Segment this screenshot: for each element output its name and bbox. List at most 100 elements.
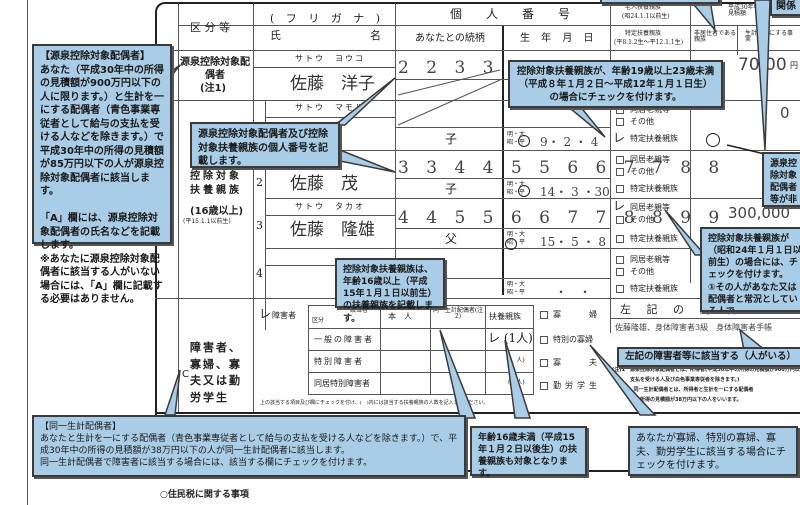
dependent-name[interactable]: 佐藤 隆雄 <box>290 220 375 240</box>
era-circle-heisei[interactable] <box>518 185 530 197</box>
dependent-relation[interactable]: 子 <box>445 182 458 196</box>
checkbox-sonota[interactable] <box>616 216 624 224</box>
header-hikyojusha: 非居住者である親族 <box>694 30 736 43</box>
grid-line <box>253 3 254 413</box>
kafu-label: 寡 婦 <box>553 310 607 319</box>
callout-hikyojusha: 源泉控除対象配偶者等が非居住者である親族関係書類 <box>762 152 800 207</box>
birth-date[interactable]: 9・ 2 ・ 4 <box>540 135 599 149</box>
header-kojin-bango: 個 人 番 号 <box>450 7 577 21</box>
dependent-my-number[interactable]: 3 3 4 4 5 5 6 6 7 7 8 8 <box>398 158 726 178</box>
birth-date[interactable]: ・ ・ <box>555 285 592 299</box>
grid-line <box>308 372 533 373</box>
callout-under16: 年齢16歳未満（平成15年１月２日以後生）の扶養親族も対象となります。 <box>470 426 587 479</box>
checkmark-icon[interactable]: レ <box>613 131 626 145</box>
dependent-kana[interactable]: サトウ タカオ <box>295 202 365 211</box>
birth-date[interactable]: 14・ 3 ・30 <box>540 185 610 199</box>
checkmark-icon[interactable]: レ <box>259 307 272 321</box>
header-kubun: 区 分 等 <box>190 21 230 34</box>
section-b-age-note: (16歳以上) <box>190 206 244 217</box>
checkbox-tokubetsu-kafu[interactable] <box>540 336 548 344</box>
dependent-income[interactable]: 300,000 <box>728 204 791 222</box>
checkbox-kinro[interactable] <box>540 382 548 390</box>
section-b-date-note: (平15.1.1以前生) <box>183 218 231 225</box>
callout-shogai-naiyo: 左記の障害者等に該当する（人がいる） <box>617 347 800 367</box>
option-label: 同居老親等 <box>630 255 670 264</box>
checkbox-sonota[interactable] <box>616 168 624 176</box>
spouse-kana[interactable]: サトウ ヨウコ <box>295 54 365 63</box>
option-label: その他 <box>630 215 654 224</box>
callout-rojin: 控除対象扶養親族が（昭和24年１月１日以前生）の場合には、チェックを付けます。 … <box>700 227 800 312</box>
grid-line <box>395 178 610 179</box>
option-label: その他 <box>630 167 654 176</box>
jyuminzei-heading: ○住民税に関する事項 <box>160 490 249 500</box>
option-label: 特定扶養親族 <box>630 134 678 143</box>
grid-line <box>737 25 738 55</box>
note-1b: 支払を受ける人及び白色事業専従者を除きます。) <box>630 377 740 383</box>
grid-line <box>308 394 533 395</box>
honnin-label: 本 人 <box>388 312 412 321</box>
dependent-relation[interactable]: 父 <box>445 232 458 246</box>
checkbox-dokyo[interactable] <box>616 256 624 264</box>
header-tokutei-fuyo: 特定扶養親族 <box>625 30 662 37</box>
checkbox-tokutei[interactable] <box>616 235 624 243</box>
grid-line <box>610 3 611 333</box>
dependent-my-number[interactable]: 4 4 5 5 6 6 7 7 8 8 9 9 <box>398 208 726 228</box>
checkbox-kafu-m[interactable] <box>540 359 548 367</box>
grid-line <box>533 305 534 395</box>
fuyo-count-tokubetsu[interactable]: ( 人) <box>508 357 525 364</box>
era-circle-heisei[interactable] <box>518 135 530 147</box>
dependent-kana[interactable]: サトウ マモル <box>295 103 365 112</box>
option-label: その他 <box>630 117 654 126</box>
naiyo-value[interactable]: 佐藤隆雄、身体障害者3級 身体障害者手帳 <box>615 323 773 332</box>
grid-line <box>253 67 395 68</box>
grid-line <box>155 298 800 299</box>
kubun-label: 区分 <box>312 317 325 324</box>
checkbox-sonota[interactable] <box>616 118 624 126</box>
dependent-name[interactable]: 佐藤 茂 <box>290 174 358 194</box>
header-mei: 名 <box>370 29 381 42</box>
era-labels: 明・大 昭・平 <box>507 131 526 146</box>
header-zokugara: あなたとの続柄 <box>415 33 485 44</box>
dependent-income[interactable]: 0 <box>780 104 790 122</box>
fuyo-count-dokyo[interactable]: ( 人) <box>508 379 525 386</box>
era-circle-meiji[interactable] <box>505 238 517 250</box>
callout-tokutei-fuyo: 控除対象扶養親族が、年齢19歳以上23歳未満（平成８年１月２日～平成12年１月１… <box>508 60 723 108</box>
section-c-label: 障害者、寡婦、寡夫又は勤労学生 <box>190 341 242 404</box>
checkbox-tokutei[interactable] <box>616 285 624 293</box>
shogaisha-label: 障害者 <box>272 311 296 320</box>
note-2b: 所得の見積額が38万円以下の人をいいます。 <box>640 397 742 403</box>
row-number: 4 <box>256 267 263 280</box>
grid-line <box>265 248 800 249</box>
fuyo-count-ippan[interactable]: レ (1人) <box>488 331 533 345</box>
header-furigana: ( フ リ ガ ナ ) <box>270 12 385 25</box>
callout-kojin-bango: 源泉控除対象配偶者及び控除対象扶養親族の個人番号を記載します。 <box>190 122 340 168</box>
header-rojin-fuyo: 老人扶養親族 <box>625 4 662 11</box>
grid-line <box>395 278 610 279</box>
section-c-footer: 上の該当する項目及び欄にチェックを付け、( )内には該当する扶養親族の人数を記入… <box>260 400 489 406</box>
spouse-income[interactable]: 70,00 <box>738 55 787 75</box>
grid-line <box>155 50 800 51</box>
spouse-name[interactable]: 佐藤 洋子 <box>290 74 375 94</box>
option-label: 特定扶養親族 <box>630 284 678 293</box>
row-number: 2 <box>256 176 263 189</box>
checkbox-sonota[interactable] <box>616 268 624 276</box>
dependent-relation[interactable]: 子 <box>445 132 458 146</box>
header-seinengappi: 生 年 月 日 <box>520 33 598 44</box>
shogai-row-label: 同居特別障害者 <box>314 379 370 388</box>
grid-line <box>155 412 800 414</box>
checkbox-tokutei[interactable] <box>616 185 624 193</box>
grid-line <box>395 127 610 128</box>
option-label: 特定扶養親族 <box>630 184 678 193</box>
row-number: 3 <box>256 219 263 232</box>
grid-line <box>690 3 691 283</box>
birth-date[interactable]: 15・ 5 ・ 8 <box>540 235 606 249</box>
checkbox-dokyo[interactable] <box>616 156 624 164</box>
doitsu-label: 同一生計配偶者(注2) <box>432 307 484 320</box>
era-labels: 明・大 昭・平 <box>507 181 526 196</box>
grid-line <box>265 215 395 216</box>
checkmark-icon[interactable]: レ <box>613 199 626 213</box>
callout-top-partial: 関係書 <box>770 0 800 16</box>
nonresident-mark[interactable] <box>706 133 720 147</box>
grid-line <box>502 25 504 295</box>
checkbox-kafu[interactable] <box>540 311 548 319</box>
